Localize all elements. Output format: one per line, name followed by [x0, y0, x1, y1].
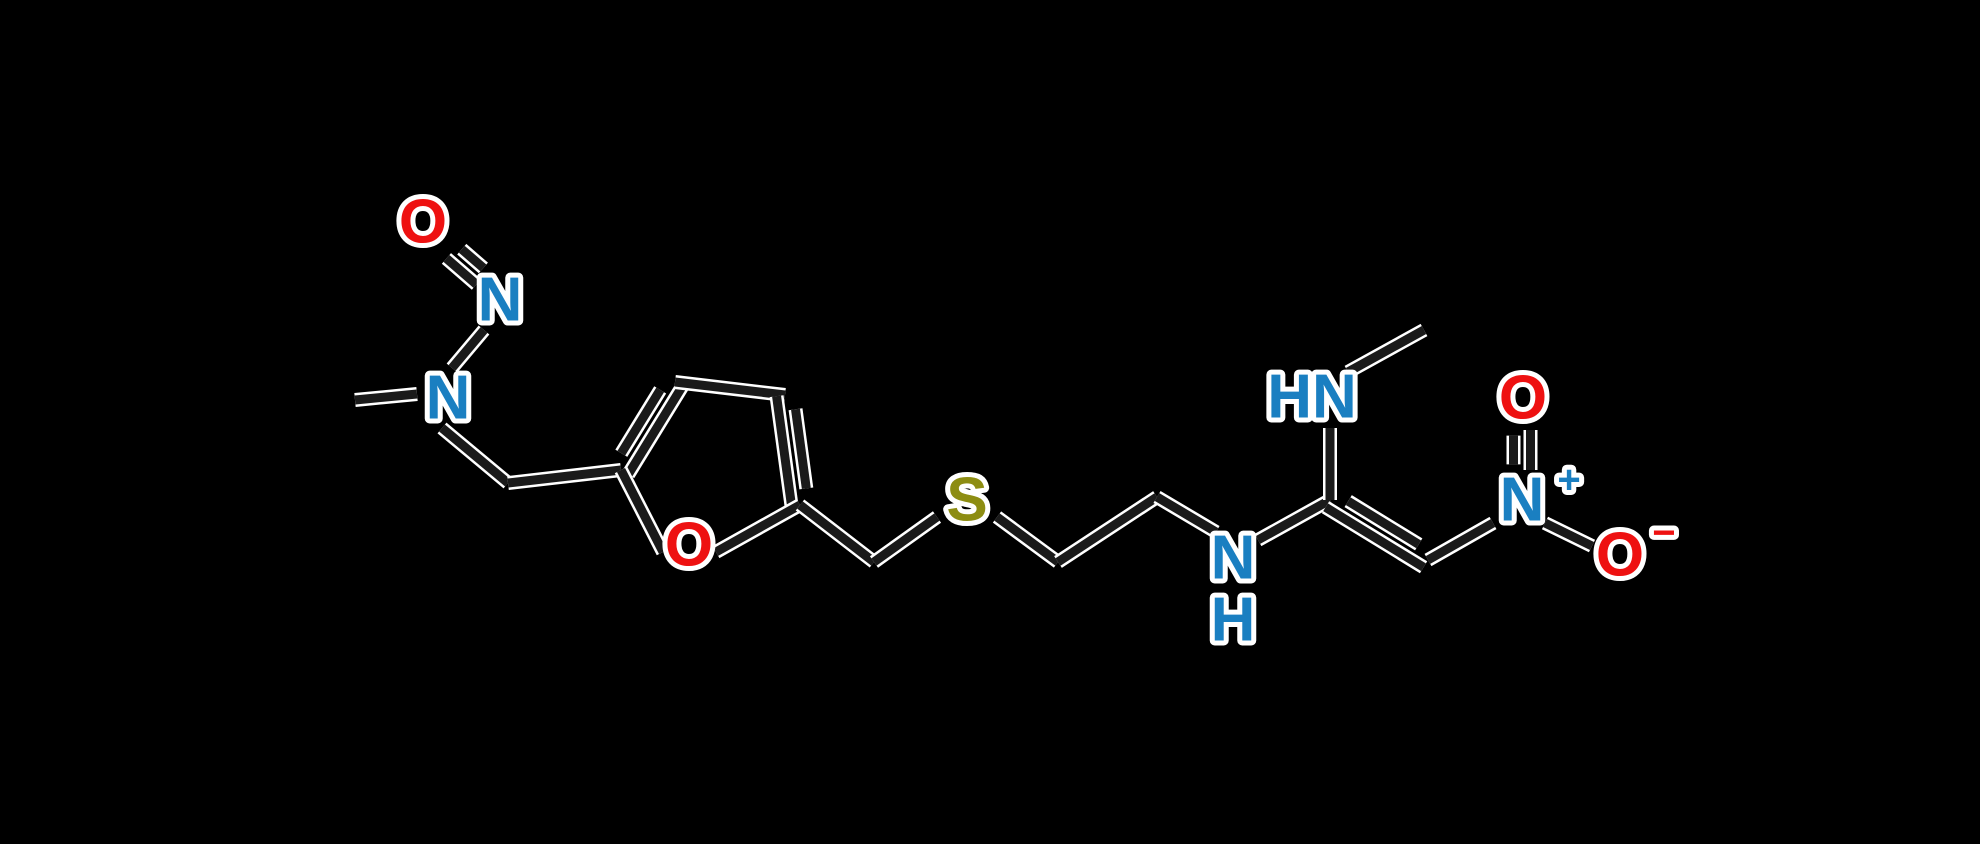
nitrogen-nitro: N	[1500, 466, 1545, 535]
bond-nitro-n-to-o-anion-core	[1543, 518, 1594, 551]
nitrogen-nitroso-halo: N	[478, 266, 523, 335]
bond-ch2-to-furan-c5-core	[507, 465, 622, 488]
oxygen-nitroso-halo: O	[399, 188, 447, 257]
nitrogen-secondary-amine-halo: N	[1211, 524, 1256, 593]
bond-ch2-to-furan-c5	[507, 463, 622, 490]
sulfur-thioether-halo: S	[946, 466, 987, 535]
bond-nitroso-n-to-o-double-core	[458, 245, 487, 272]
bond-furan-c3-c2-core	[791, 408, 811, 490]
bond-amidine-c-ch-double	[1321, 495, 1428, 574]
bond-furan-c5-c4	[615, 382, 689, 479]
bond-methyl-to-amine-n	[354, 387, 418, 407]
nitrogen-nitro-halo: N	[1500, 466, 1545, 535]
bond-furan-c5-c4-core	[624, 384, 687, 477]
bond-ch2-ch2	[1054, 491, 1161, 568]
bond-furan-c2-o-core	[713, 501, 803, 556]
bond-hn-to-methyl-core	[1345, 326, 1427, 376]
bond-furan-c4-c3-core	[674, 377, 786, 400]
charge-plus-nitrogen: +	[1557, 458, 1580, 502]
oxygen-nitroso: O	[399, 188, 447, 257]
bond-amine-n-to-amidine-c	[1254, 493, 1334, 547]
charge-plus-nitrogen-halo: +	[1557, 458, 1580, 502]
bond-nitroso-n-to-o-double	[441, 243, 488, 290]
nitrogen-methylamino: HN	[1267, 363, 1357, 432]
oxygen-furan-ring-halo: O	[665, 511, 713, 580]
bond-sulfur-to-ch2-core	[994, 513, 1061, 566]
bond-ch2-to-sulfur	[869, 511, 942, 568]
bond-nitro-n-to-o-anion	[1541, 516, 1596, 553]
bond-furan-c2-to-ch2	[795, 499, 879, 568]
bond-furan-c2-o	[712, 498, 804, 559]
bond-furan-c2-to-ch2-core	[797, 501, 877, 566]
bond-ch2-to-amine-n	[1153, 490, 1220, 539]
bond-methyl-to-amine-n-core	[354, 389, 418, 405]
nitrogen-amine: N	[426, 364, 471, 433]
oxygen-nitro-double: O	[1499, 364, 1547, 433]
bond-sulfur-to-ch2	[992, 511, 1063, 568]
bond-ch2-to-amine-n-core	[1154, 493, 1219, 536]
bond-amine-n-to-ch2-core	[439, 424, 511, 487]
hydrogen-secondary-amine: H	[1211, 586, 1256, 655]
charge-minus-oxygen: −	[1652, 511, 1675, 555]
charge-minus-oxygen-halo: −	[1652, 511, 1675, 555]
bond-amine-n-to-nitroso-n	[446, 325, 490, 373]
bond-amidine-c-ch-double-core	[1345, 497, 1422, 549]
oxygen-nitro-anion-halo: O	[1596, 521, 1644, 590]
bond-furan-o-c5	[614, 466, 670, 556]
nitrogen-nitroso: N	[478, 266, 523, 335]
bond-nitro-n-to-o-double	[1506, 430, 1538, 470]
nitrogen-secondary-amine: N	[1211, 524, 1256, 593]
bond-ch2-to-sulfur-core	[871, 513, 940, 566]
oxygen-nitro-anion: O	[1596, 521, 1644, 590]
bond-amine-n-to-nitroso-n-core	[448, 327, 488, 371]
bond-amine-n-to-amidine-c-core	[1255, 496, 1333, 544]
bond-furan-c5-c4-core	[617, 387, 665, 456]
bond-furan-o-c5-core	[616, 467, 668, 555]
bond-ch-to-nitro-n	[1424, 516, 1497, 567]
bond-hn-to-methyl	[1344, 323, 1428, 379]
oxygen-nitro-double-halo: O	[1499, 364, 1547, 433]
oxygen-furan-ring: O	[665, 511, 713, 580]
bond-amidine-c-ch-double-core	[1323, 503, 1426, 572]
bond-nitroso-n-to-o-double-core	[443, 255, 480, 288]
bond-amine-n-to-ch2	[437, 422, 513, 489]
sulfur-thioether: S	[946, 466, 987, 535]
nitrogen-amine-halo: N	[426, 364, 471, 433]
bond-furan-c3-c2-core	[772, 395, 797, 507]
bond-furan-c4-c3	[674, 375, 786, 402]
bond-furan-c3-c2	[769, 395, 814, 508]
bond-ch2-ch2-core	[1055, 493, 1160, 566]
hydrogen-secondary-amine-halo: H	[1211, 586, 1256, 655]
bond-layer	[354, 243, 1596, 574]
bond-ch-to-nitro-n-core	[1425, 519, 1496, 564]
nitrogen-methylamino-halo: HN	[1267, 363, 1357, 432]
